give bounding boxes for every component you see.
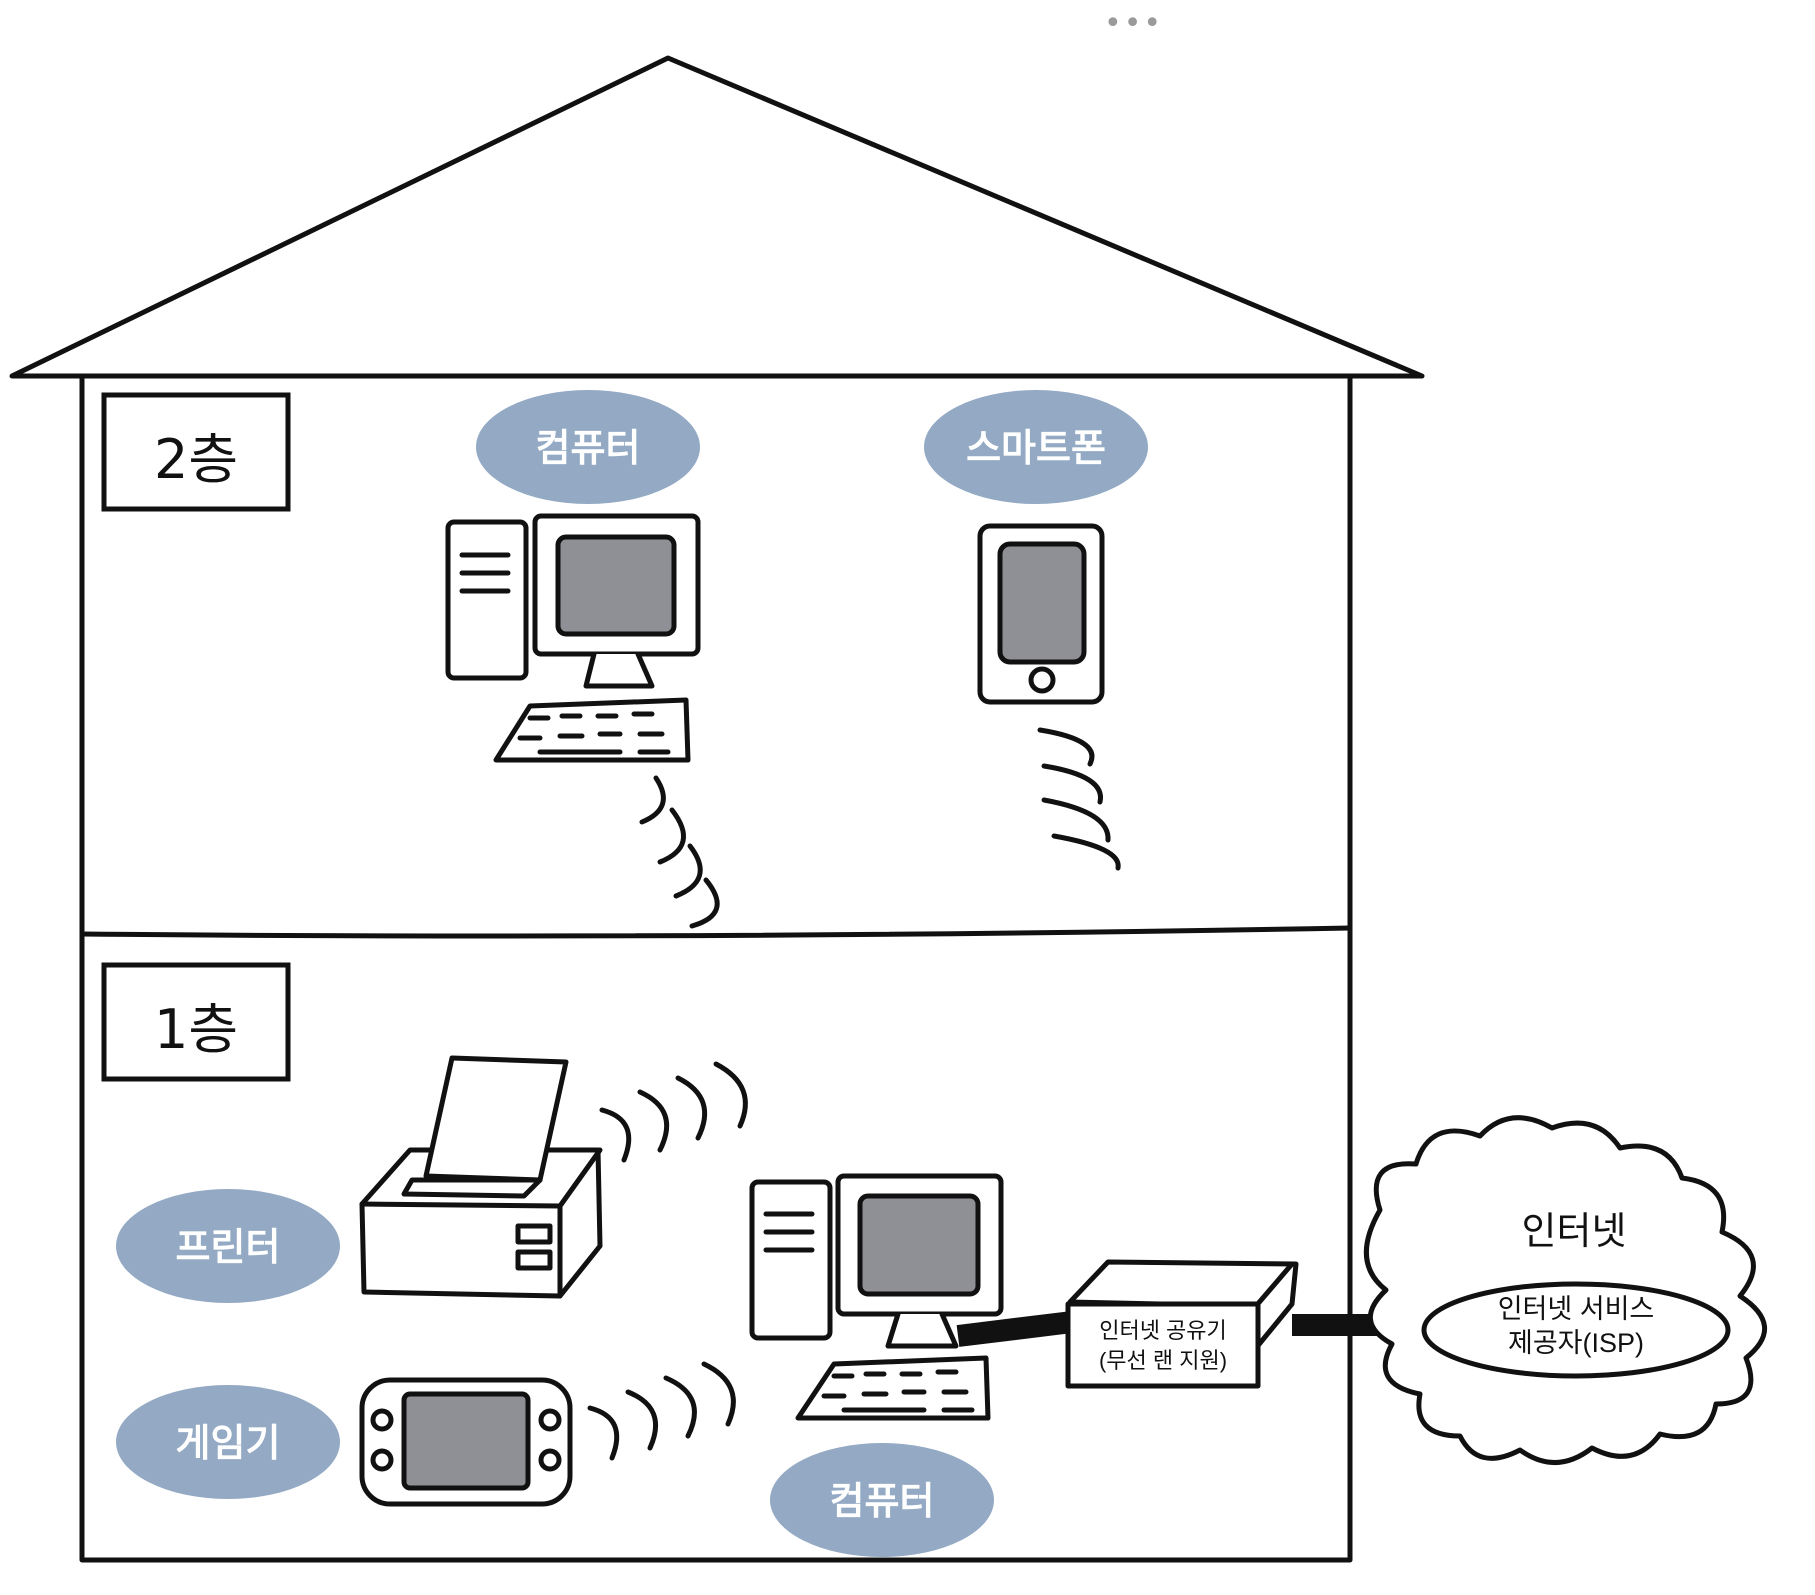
printer-bubble: 프린터: [116, 1189, 340, 1303]
roof: [9, 55, 1425, 379]
upper-computer-bubble: 컴퓨터: [476, 390, 700, 504]
router-label-line2: (무선 랜 지원): [1099, 1348, 1227, 1373]
desktop-computer-icon: [445, 513, 701, 763]
printer-label: 프린터: [176, 1225, 281, 1269]
more-options-icon[interactable]: •••: [1104, 6, 1164, 41]
printer-wifi-icon: [599, 1061, 748, 1163]
smartphone-label: 스마트폰: [966, 426, 1106, 470]
lower-computer-icon: [749, 1173, 1004, 1421]
floor-divider: [79, 925, 1353, 939]
printer-icon: [359, 1055, 603, 1299]
lower-computer-label: 컴퓨터: [830, 1479, 935, 1523]
internet-cloud-icon: [1364, 1115, 1767, 1465]
isp-label-line1: 인터넷 서비스: [1498, 1294, 1655, 1324]
lower-computer-bubble: 컴퓨터: [770, 1443, 994, 1557]
game-console-bubble: 게임기: [116, 1385, 340, 1499]
router-label-line1: 인터넷 공유기: [1099, 1318, 1227, 1343]
smartphone-bubble: 스마트폰: [924, 390, 1148, 504]
house-walls: [79, 373, 1353, 1563]
smartphone-wifi-icon: [1037, 727, 1121, 871]
floor-label-1: 1층: [101, 962, 291, 1082]
floor-label-2-text: 2층: [154, 428, 238, 491]
upper-computer-label: 컴퓨터: [536, 426, 641, 470]
computer-router-cable: [956, 1311, 1074, 1347]
internet-label: 인터넷: [1522, 1211, 1627, 1253]
smartphone-icon: [977, 523, 1105, 705]
floor-label-1-text: 1층: [154, 998, 238, 1061]
floor-label-2: 2층: [101, 392, 291, 512]
game-console-label: 게임기: [176, 1421, 281, 1465]
game-console-wifi-icon: [587, 1361, 736, 1461]
isp-label-line2: 제공자(ISP): [1508, 1328, 1644, 1358]
house: [9, 55, 1425, 1563]
game-console-icon: [359, 1377, 573, 1507]
upper-computer-wifi-icon: [639, 775, 720, 929]
router-icon: [1065, 1259, 1299, 1389]
